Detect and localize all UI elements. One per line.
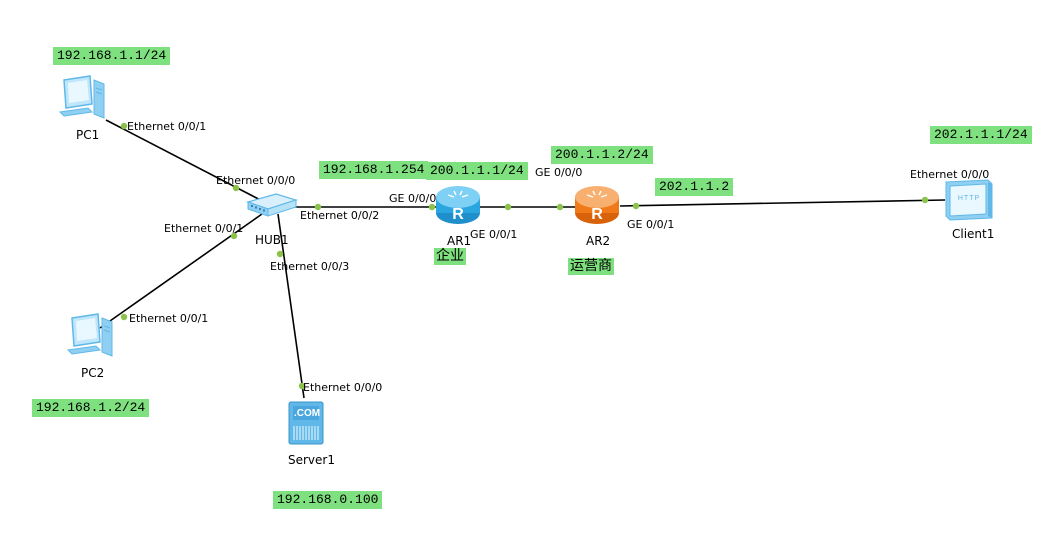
server1-device[interactable]: .COM	[287, 400, 327, 446]
client-http-screen: HTTP	[957, 195, 981, 202]
pc-icon	[66, 313, 113, 357]
hub1-device[interactable]	[244, 192, 299, 218]
port-label-hub-e000: Ethernet 0/0/0	[216, 174, 296, 187]
port-dot	[428, 203, 436, 211]
port-label-hub-e003: Ethernet 0/0/3	[270, 260, 350, 273]
svg-text:R: R	[591, 206, 603, 223]
port-label-ar1-ge001: GE 0/0/1	[470, 228, 518, 241]
ip-label-ar2-lan: 202.1.1.2	[655, 178, 734, 196]
ip-label-client: 202.1.1.1/24	[930, 126, 1032, 144]
note-enterprise: 企业	[434, 248, 466, 265]
ip-label-server: 192.168.0.100	[273, 491, 383, 509]
port-dot	[230, 232, 238, 240]
ip-label-pc1: 192.168.1.1/24	[53, 47, 171, 65]
port-dot	[120, 122, 128, 130]
ar2-name: AR2	[586, 234, 611, 248]
ip-label-pc2: 192.168.1.2/24	[32, 399, 150, 417]
port-label-hub-e002: Ethernet 0/0/2	[300, 209, 380, 222]
port-dot	[632, 202, 640, 210]
server-com-badge: .COM	[293, 408, 321, 419]
link-ar2-client1	[619, 199, 946, 207]
port-dot	[298, 382, 306, 390]
port-dot	[504, 203, 512, 211]
router-icon: R	[575, 186, 619, 224]
ip-label-ar2-wan: 200.1.1.2/24	[551, 146, 653, 164]
client-icon	[945, 179, 993, 221]
ar1-device[interactable]: R	[434, 183, 482, 227]
link-pc1-hub1	[105, 119, 273, 207]
server1-name: Server1	[288, 453, 335, 467]
port-label-hub-e001: Ethernet 0/0/1	[164, 222, 244, 235]
ip-label-gateway: 192.168.1.254	[319, 161, 429, 179]
client1-name: Client1	[952, 227, 995, 241]
port-label-client-e000: Ethernet 0/0/0	[910, 168, 990, 181]
port-dot	[921, 196, 929, 204]
note-isp: 运营商	[568, 258, 614, 275]
link-hub1-server1	[277, 213, 305, 399]
pc1-name: PC1	[76, 128, 100, 142]
port-dot	[232, 184, 240, 192]
hub1-name: HUB1	[255, 233, 289, 247]
pc1-device[interactable]	[56, 74, 108, 122]
port-label-ar2-ge000: GE 0/0/0	[535, 166, 583, 179]
port-label-pc1-e001: Ethernet 0/0/1	[127, 120, 207, 133]
ar2-device[interactable]: R	[573, 183, 621, 227]
port-label-pc2-e001: Ethernet 0/0/1	[129, 312, 209, 325]
pc2-device[interactable]	[64, 312, 116, 360]
pc2-name: PC2	[81, 366, 105, 380]
port-dot	[276, 250, 284, 258]
ar1-name: AR1	[447, 234, 472, 248]
port-label-server-e000: Ethernet 0/0/0	[303, 381, 383, 394]
port-dot	[556, 203, 564, 211]
client1-device[interactable]: HTTP	[944, 178, 996, 222]
port-label-ar1-ge000: GE 0/0/0	[389, 192, 437, 205]
pc-icon	[58, 75, 105, 119]
router-icon: R	[436, 186, 480, 224]
port-dot	[120, 313, 128, 321]
hub-icon	[246, 193, 299, 217]
server-icon	[288, 401, 324, 445]
port-dot	[314, 203, 322, 211]
svg-text:R: R	[452, 206, 464, 223]
port-label-ar2-ge001: GE 0/0/1	[627, 218, 675, 231]
ip-label-ar1-wan: 200.1.1.1/24	[426, 162, 528, 180]
